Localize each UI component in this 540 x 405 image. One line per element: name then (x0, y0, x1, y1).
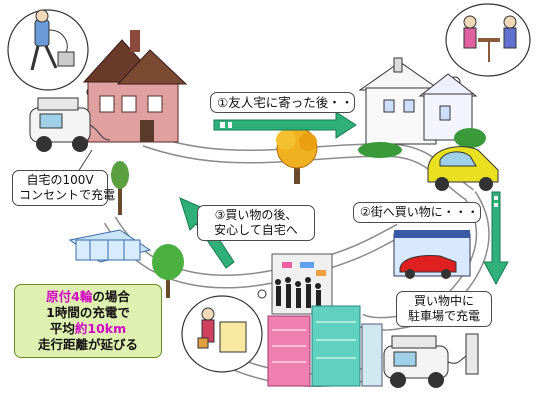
range-line-1: 原付4輪の場合 (21, 289, 155, 305)
parking-charging-line-2: 駐車場で充電 (407, 309, 480, 323)
range-line-1-rest: の場合 (92, 289, 130, 304)
station-building (68, 229, 152, 263)
shopping-label: ②街へ買い物に・・・ (353, 202, 481, 223)
parking-charging-line-1: 買い物中に (413, 294, 474, 308)
home-house (82, 30, 188, 143)
arrow-to-friend (213, 111, 357, 139)
downtown (267, 253, 383, 387)
friend-visit-label: ①友人宅に寄った後・・ (210, 92, 355, 113)
home-charging-label: 自宅の100V コンセントで充電 (12, 170, 116, 206)
arrow-dashes (220, 122, 498, 207)
range-distance: 約10km (74, 321, 127, 336)
return-home-label: ③買い物の後、 安心して自宅へ (197, 205, 315, 241)
parking-store (393, 230, 471, 279)
friend-visit-text: ①友人宅に寄った後・・ (217, 95, 354, 110)
range-info-box: 原付4輪の場合 1時間の充電で 平均約10km 走行距離が延びる (14, 284, 162, 358)
range-line-3-pre: 平均 (49, 321, 75, 336)
friend-house (358, 57, 486, 158)
return-home-line-1: ③買い物の後、 (214, 208, 298, 222)
home-label-pointer (77, 149, 93, 173)
range-line-2: 1時間の充電で (46, 305, 130, 320)
parking-charging-label: 買い物中に 駐車場で充電 (396, 291, 492, 327)
range-line-3: 平均約10km (21, 321, 155, 337)
friends-thought-bubble (443, 3, 531, 99)
arrow-to-shop (483, 191, 509, 286)
autumn-tree (276, 127, 318, 184)
home-charging-line-1: 自宅の100V (26, 173, 94, 187)
roadside-trees (111, 161, 184, 298)
home-charging-line-2: コンセントで充電 (19, 188, 116, 202)
yellow-ev (427, 146, 499, 191)
return-home-line-2: 安心して自宅へ (214, 223, 298, 237)
range-vehicle-type: 原付4輪 (46, 289, 93, 304)
ev-at-home (29, 97, 111, 152)
range-line-4: 走行距離が延びる (37, 337, 138, 352)
shopping-text: ②街へ買い物に・・・ (360, 205, 479, 219)
shopping-thought-bubble (181, 289, 267, 373)
ev-at-parking (383, 333, 479, 388)
